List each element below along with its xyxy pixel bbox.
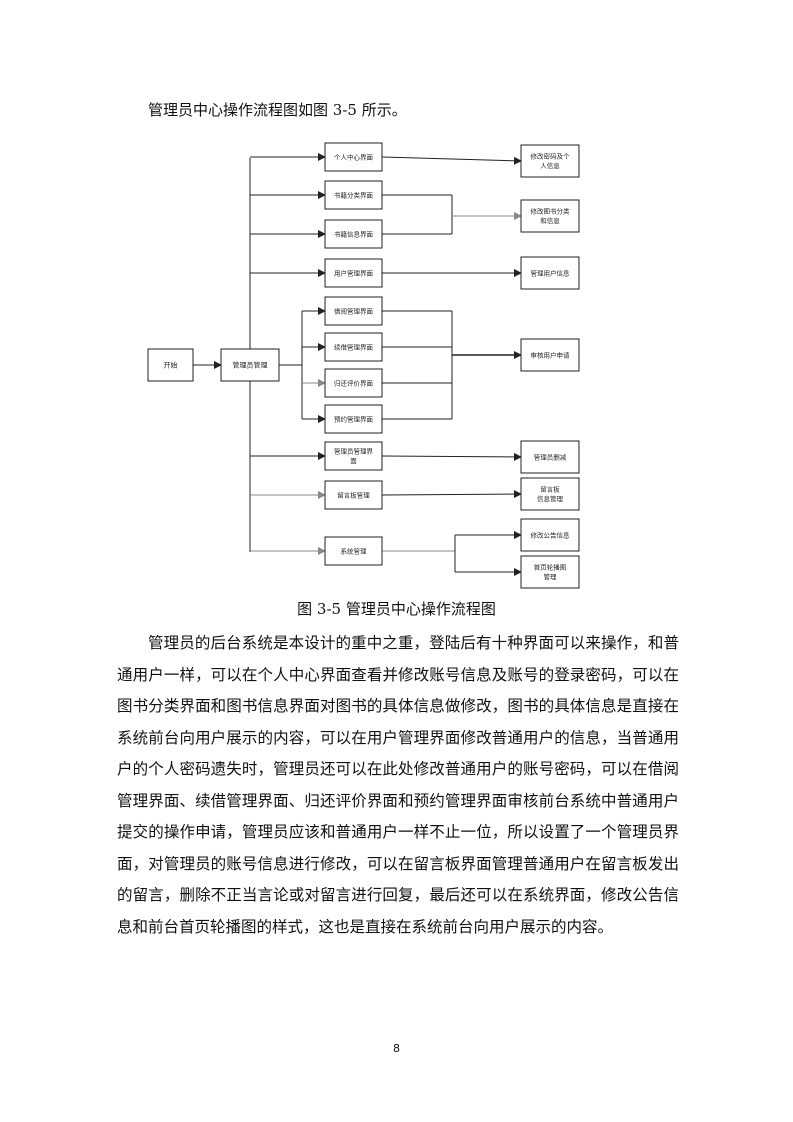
action-node-1-label: 修改图书分类 bbox=[531, 207, 571, 216]
action-node-1-label: 和信息 bbox=[540, 216, 560, 225]
flowchart-nodes: 开始 管理员管理 个人中心界面书籍分类界面书籍信息界面用户管理界面借阅管理界面续借管… bbox=[147, 142, 580, 589]
start-node-label: 开始 bbox=[164, 360, 178, 369]
hub-node-label: 管理员管理 bbox=[233, 360, 268, 369]
interface-node-3: 用户管理界面 bbox=[324, 258, 383, 288]
interface-node-10-label: 系统管理 bbox=[341, 546, 368, 555]
action-node-4: 管理员删减 bbox=[520, 440, 580, 474]
action-node-7-label: 首页轮播图 bbox=[534, 563, 567, 572]
action-node-6-label: 修改公告信息 bbox=[531, 530, 571, 539]
action-node-5-label: 留言板 bbox=[540, 485, 560, 494]
interface-node-8-label: 管理员管理界 bbox=[334, 447, 374, 456]
action-node-3: 审核用户申请 bbox=[520, 338, 580, 372]
page-number: 8 bbox=[393, 1042, 400, 1055]
action-node-2: 管理用户信息 bbox=[520, 256, 580, 290]
interface-node-5: 续借管理界面 bbox=[324, 332, 383, 362]
interface-node-4-label: 借阅管理界面 bbox=[334, 306, 374, 315]
interface-node-6: 归还评价界面 bbox=[324, 368, 383, 398]
action-node-7-label: 管理 bbox=[544, 572, 558, 581]
interface-node-10: 系统管理 bbox=[324, 536, 383, 566]
interface-node-4: 借阅管理界面 bbox=[324, 296, 383, 326]
arrow-to-action-4 bbox=[381, 452, 522, 461]
body-paragraph: 管理员的后台系统是本设计的重中之重，登陆后有十种界面可以来操作，和普通用户一样，… bbox=[117, 634, 679, 936]
interface-node-0: 个人中心界面 bbox=[324, 142, 383, 172]
interface-node-9-label: 留言板管理 bbox=[337, 490, 370, 499]
interface-node-7: 预约管理界面 bbox=[324, 404, 383, 434]
interface-node-1: 书籍分类界面 bbox=[324, 180, 383, 210]
intro-text: 管理员中心操作流程图如图 3-5 所示。 bbox=[148, 101, 407, 119]
action-node-3-label: 审核用户申请 bbox=[531, 350, 571, 359]
interface-node-1-label: 书籍分类界面 bbox=[334, 190, 374, 199]
action-node-0-label: 修改密码及个 bbox=[531, 152, 571, 161]
admin-flowchart: 开始 管理员管理 个人中心界面书籍分类界面书籍信息界面用户管理界面借阅管理界面续借管… bbox=[147, 142, 580, 589]
action-node-0-label: 人信息 bbox=[540, 161, 560, 170]
arrow-to-action-0 bbox=[381, 156, 522, 165]
interface-node-7-label: 预约管理界面 bbox=[334, 414, 374, 423]
interface-node-2-label: 书籍信息界面 bbox=[334, 229, 374, 238]
arrow-to-action-5 bbox=[381, 490, 522, 499]
interface-node-6-label: 归还评价界面 bbox=[334, 378, 374, 387]
interface-node-3-label: 用户管理界面 bbox=[334, 268, 374, 277]
hub-node: 管理员管理 bbox=[220, 348, 280, 382]
action-node-5-label: 信息管理 bbox=[537, 494, 564, 503]
action-node-2-label: 管理用户信息 bbox=[531, 268, 571, 277]
interface-node-2: 书籍信息界面 bbox=[324, 219, 383, 249]
interface-node-8-label: 面 bbox=[350, 457, 357, 465]
interface-node-0-label: 个人中心界面 bbox=[334, 152, 374, 161]
action-node-6: 修改公告信息 bbox=[520, 518, 580, 552]
figure-caption: 图 3-5 管理员中心操作流程图 bbox=[297, 600, 496, 618]
start-node: 开始 bbox=[147, 348, 194, 382]
action-node-4-label: 管理员删减 bbox=[534, 452, 567, 461]
interface-node-9: 留言板管理 bbox=[324, 480, 383, 510]
flowchart-connectors bbox=[193, 153, 522, 576]
interface-node-5-label: 续借管理界面 bbox=[334, 342, 374, 351]
